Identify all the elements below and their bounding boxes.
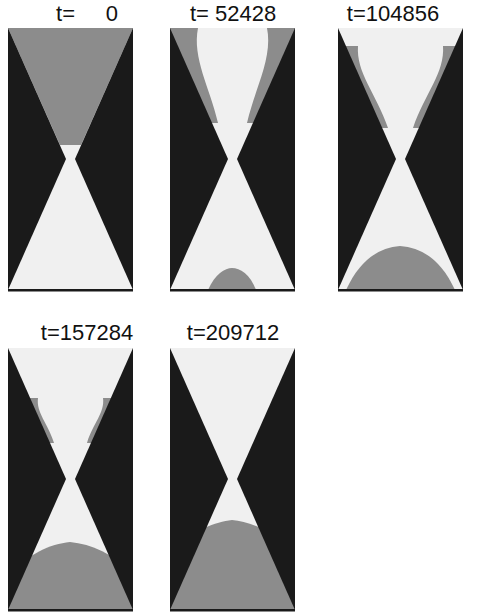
time-label: t=104856 bbox=[308, 1, 478, 27]
time-label: t=209712 bbox=[148, 320, 318, 346]
frame-panel bbox=[8, 348, 133, 612]
frame-panel bbox=[338, 28, 463, 292]
time-label: t= 0 bbox=[2, 1, 172, 27]
frame-panel bbox=[170, 28, 295, 292]
frame-panel bbox=[8, 28, 133, 292]
time-label: t= 52428 bbox=[148, 1, 318, 27]
frame-panel bbox=[170, 348, 295, 612]
time-label: t=157284 bbox=[2, 320, 172, 346]
